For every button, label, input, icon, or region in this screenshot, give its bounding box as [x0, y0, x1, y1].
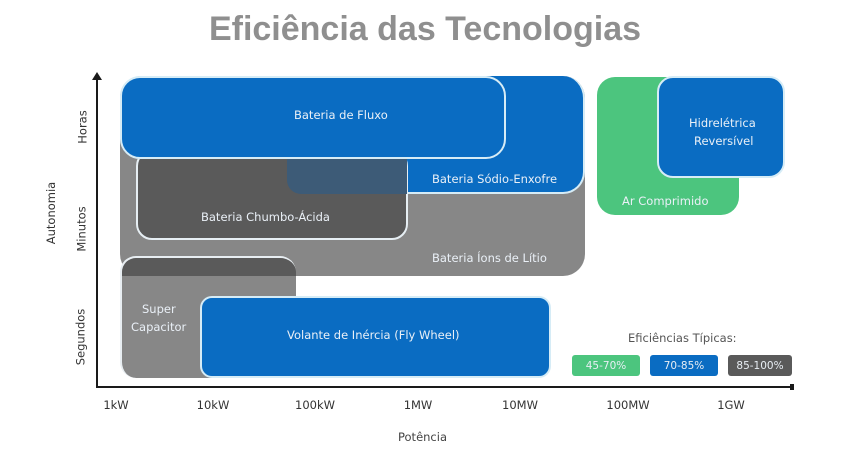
diagram-title: Eficiência das Tecnologias — [208, 10, 642, 48]
x-axis-label: Potência — [398, 430, 447, 444]
legend-blue: 70-85% — [650, 355, 718, 376]
x-tick-100mw: 100MW — [606, 398, 650, 412]
label-super-2: Capacitor — [131, 320, 187, 334]
x-tick-10kw: 10kW — [196, 398, 230, 412]
box-hidreletrica — [657, 76, 785, 178]
label-litio: Bateria Íons de Lítio — [432, 251, 547, 265]
super-capacitor-overlap — [122, 258, 296, 276]
label-fluxo: Bateria de Fluxo — [294, 108, 388, 122]
y-axis-label: Autonomia — [44, 181, 59, 245]
y-tick-segundos: Segundos — [73, 308, 88, 366]
x-tick-100kw: 100kW — [295, 398, 335, 412]
x-axis — [96, 386, 793, 388]
label-sodio: Bateria Sódio-Enxofre — [432, 172, 558, 186]
y-tick-minutos: Minutos — [74, 206, 89, 252]
x-tick-1mw: 1MW — [403, 398, 433, 412]
x-axis-end-marker — [790, 384, 794, 390]
label-chumbo: Bateria Chumbo-Ácida — [201, 210, 330, 224]
label-ar: Ar Comprimido — [622, 194, 709, 208]
label-super-1: Super — [142, 302, 176, 316]
y-tick-horas: Horas — [75, 110, 90, 144]
box-overlap — [287, 154, 407, 194]
box-fluxo — [120, 76, 506, 159]
x-tick-1kw: 1kW — [103, 398, 129, 412]
box-volante — [200, 296, 551, 378]
legend-title: Eficiências Típicas: — [628, 331, 737, 345]
x-tick-1gw: 1GW — [717, 398, 745, 412]
label-hidro-1: Hidrelétrica — [689, 116, 756, 130]
label-hidro-2: Reversível — [694, 134, 754, 148]
legend-gray: 85-100% — [728, 355, 792, 376]
legend-green: 45-70% — [572, 355, 640, 376]
x-tick-10mw: 10MW — [502, 398, 538, 412]
label-volante: Volante de Inércia (Fly Wheel) — [287, 328, 460, 342]
y-axis — [96, 76, 98, 388]
